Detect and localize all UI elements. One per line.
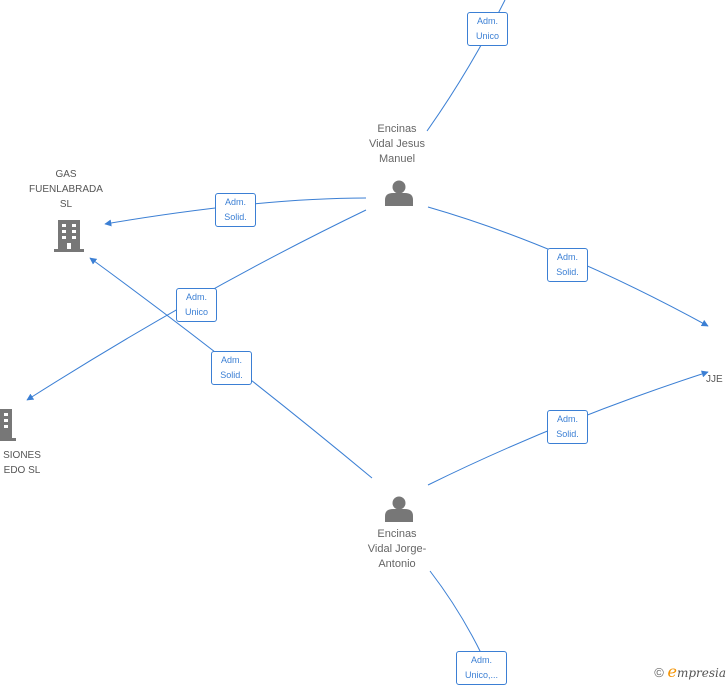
relation-box-adm-solid[interactable]: Adm. Solid. (547, 410, 588, 444)
brand-logo-text: mpresia (676, 666, 726, 680)
building-icon[interactable] (0, 409, 16, 441)
building-icon[interactable] (54, 220, 84, 252)
brand-logo: © empresia (654, 662, 726, 681)
relation-box-adm-solid[interactable]: Adm. Solid. (211, 351, 252, 385)
company-name-right[interactable]: JJE (706, 374, 723, 385)
relation-box-adm-solid[interactable]: Adm. Solid. (215, 193, 256, 227)
person-icon[interactable] (385, 496, 413, 523)
person-name-jorge-antonio[interactable]: Encinas Vidal Jorge- Antonio (367, 528, 427, 570)
company-name-left[interactable]: SIONES EDO SL (3, 450, 41, 476)
copyright-symbol: © (654, 665, 664, 680)
person-name-jesus-manuel[interactable]: Encinas Vidal Jesus Manuel (368, 123, 426, 165)
company-name-gas-fuenlabrada[interactable]: GAS FUENLABRADA SL (29, 169, 103, 210)
relation-box-adm-solid[interactable]: Adm. Solid. (547, 248, 588, 282)
relation-box-adm-unico[interactable]: Adm. Unico (467, 12, 508, 46)
brand-logo-initial: e (667, 662, 677, 681)
relation-box-adm-unico-more[interactable]: Adm. Unico,... (456, 651, 507, 685)
edge-bottom-to-below (429, 570, 483, 656)
person-icon[interactable] (385, 180, 413, 207)
relation-box-adm-unico[interactable]: Adm. Unico (176, 288, 217, 322)
